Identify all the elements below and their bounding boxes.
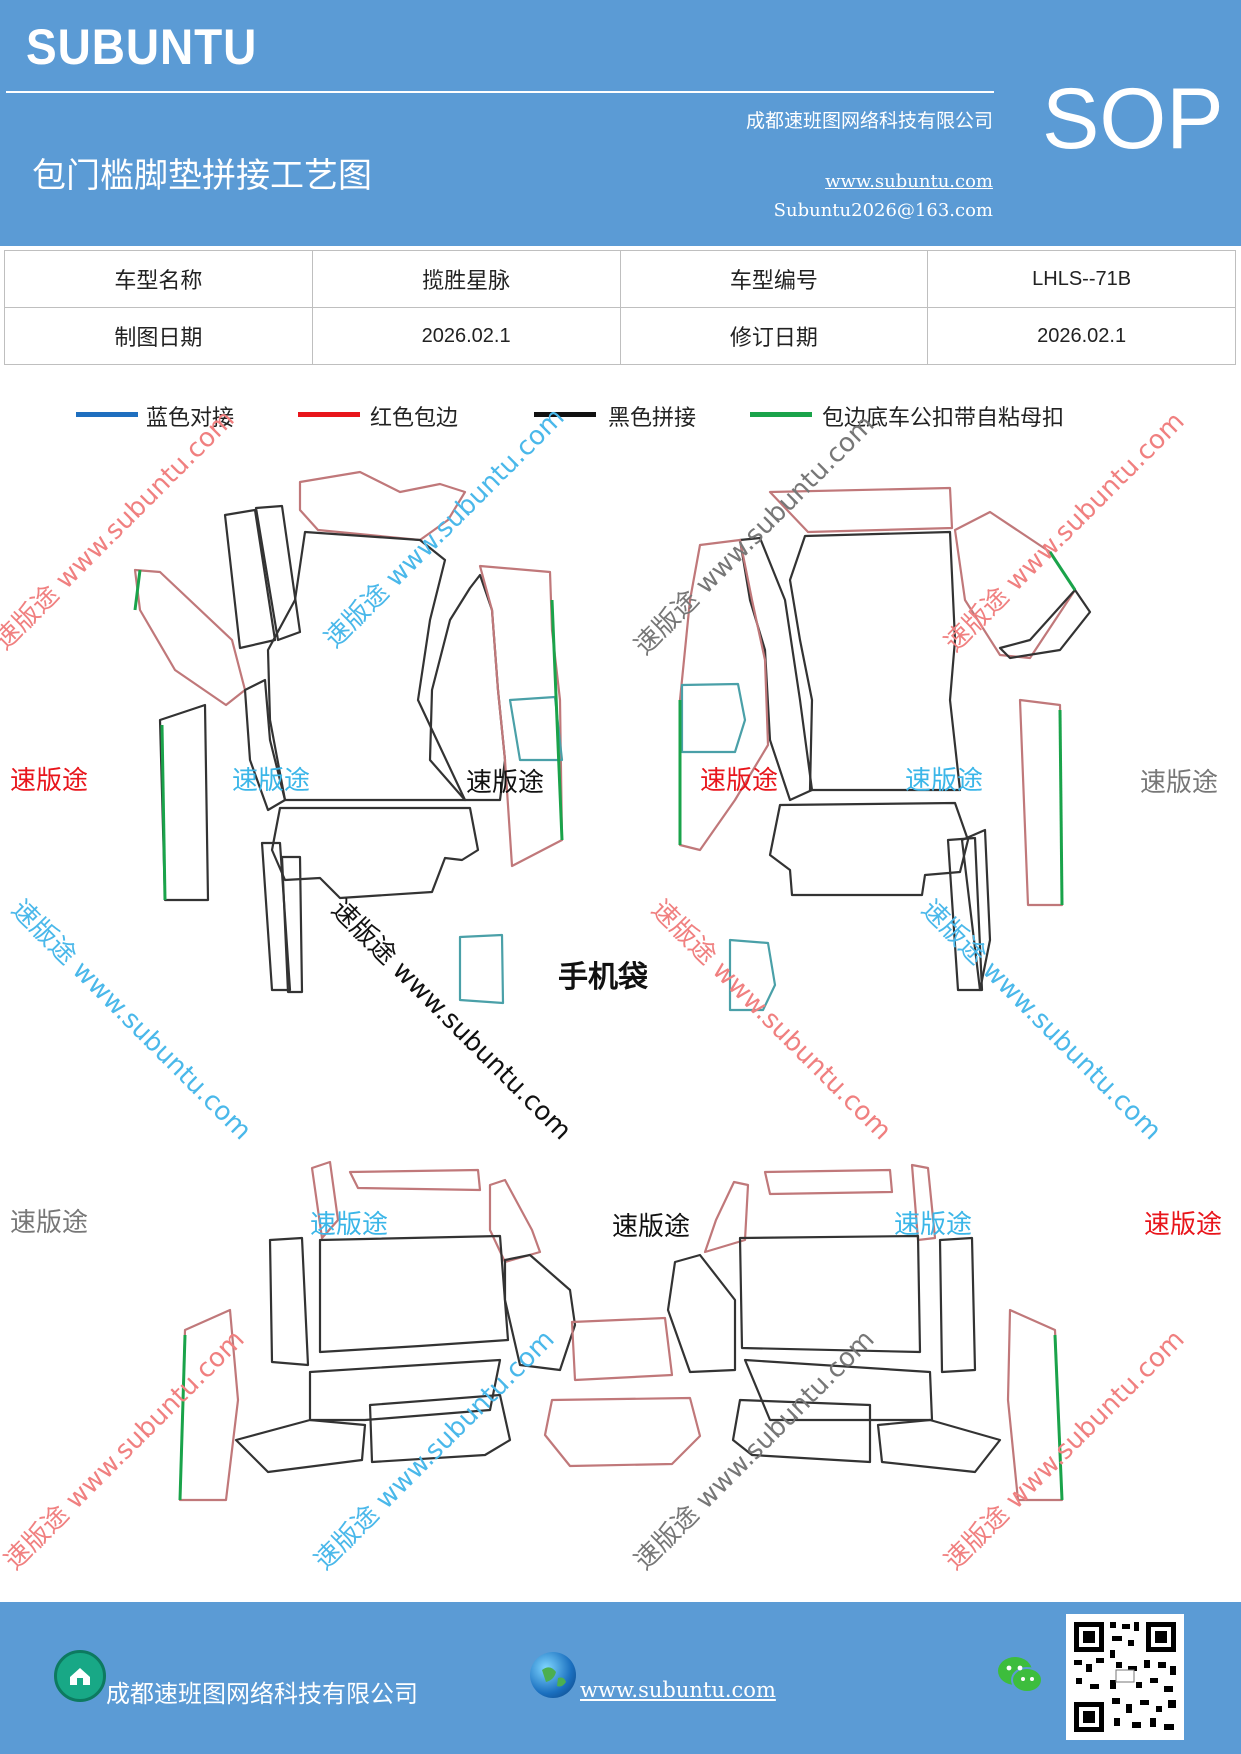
mat-piece bbox=[310, 1160, 340, 1240]
model-code-label: 车型编号 bbox=[619, 250, 929, 308]
green-edge bbox=[550, 599, 564, 841]
mat-piece bbox=[1018, 698, 1064, 907]
mat-piece bbox=[543, 1396, 702, 1468]
header-company: 成都速班图网络科技有限公司 bbox=[745, 110, 993, 132]
mat-piece bbox=[298, 470, 467, 542]
mat-piece bbox=[318, 1234, 510, 1354]
mat-piece bbox=[768, 801, 970, 897]
mat-piece bbox=[763, 1168, 894, 1196]
mat-piece bbox=[876, 1418, 1002, 1474]
header-divider bbox=[6, 91, 994, 93]
mat-pattern-diagram bbox=[133, 470, 1092, 1502]
mat-piece bbox=[234, 1418, 367, 1474]
mat-piece bbox=[254, 504, 302, 642]
legend-label-green: 包边底车公扣带自粘母扣 bbox=[822, 406, 1065, 431]
mat-piece bbox=[570, 1316, 674, 1382]
green-edge bbox=[1048, 551, 1077, 591]
model-code-value: LHLS--71B bbox=[927, 250, 1236, 308]
header-website-link[interactable]: www.subuntu.com bbox=[825, 171, 993, 192]
mat-piece bbox=[910, 1163, 937, 1242]
mat-piece bbox=[158, 703, 210, 902]
mat-piece bbox=[703, 1180, 750, 1254]
revise-date-value: 2026.02.1 bbox=[927, 307, 1236, 365]
model-name-label: 车型名称 bbox=[4, 250, 313, 308]
vehicle-info-table: 车型名称 揽胜星脉 车型编号 LHLS--71B 制图日期 2026.02.1 … bbox=[4, 250, 1236, 365]
mat-piece bbox=[270, 806, 480, 900]
mat-piece bbox=[738, 1234, 922, 1354]
mat-piece bbox=[788, 530, 962, 792]
mat-piece bbox=[223, 508, 277, 650]
table-row: 制图日期 2026.02.1 修订日期 2026.02.1 bbox=[4, 307, 1236, 365]
phone-bag-piece bbox=[508, 695, 564, 762]
mat-piece bbox=[1006, 1308, 1064, 1502]
legend-swatch-blue bbox=[76, 412, 138, 417]
qr-code[interactable] bbox=[1066, 1614, 1184, 1740]
header-email: Subuntu2026@163.com bbox=[773, 200, 993, 221]
mat-piece bbox=[348, 1168, 482, 1192]
watermark-brand: 速版途 bbox=[1140, 768, 1219, 798]
watermark-brand: 速版途 bbox=[232, 766, 311, 796]
table-row: 车型名称 揽胜星脉 车型编号 LHLS--71B bbox=[4, 250, 1236, 308]
green-edge bbox=[1053, 1334, 1064, 1501]
phone-bag-label: 手机袋 bbox=[558, 960, 648, 995]
mat-piece bbox=[308, 1358, 502, 1422]
home-icon bbox=[54, 1650, 106, 1702]
watermark-brand: 速版途 bbox=[10, 766, 89, 796]
mat-piece bbox=[938, 1236, 977, 1374]
watermark-brand: 速版途 bbox=[10, 1208, 89, 1238]
legend-label-red: 红色包边 bbox=[370, 406, 459, 431]
green-edge bbox=[160, 724, 167, 901]
mat-piece bbox=[260, 841, 292, 992]
mat-piece bbox=[488, 1178, 542, 1264]
legend-swatch-black bbox=[534, 412, 596, 417]
sop-badge: SOP bbox=[1042, 71, 1224, 167]
mat-piece bbox=[768, 486, 954, 534]
watermark-brand: 速版途 bbox=[1144, 1210, 1223, 1240]
mat-piece bbox=[368, 1393, 512, 1464]
mat-piece bbox=[998, 588, 1092, 660]
mat-piece bbox=[953, 510, 1077, 660]
draw-date-label: 制图日期 bbox=[4, 307, 313, 365]
revise-date-label: 修订日期 bbox=[619, 307, 929, 365]
draw-date-value: 2026.02.1 bbox=[311, 307, 621, 365]
model-name-value: 揽胜星脉 bbox=[311, 250, 621, 308]
watermark-brand: 速版途 bbox=[905, 766, 984, 796]
mat-piece bbox=[280, 855, 304, 994]
watermark-brand: 速版途 bbox=[700, 766, 779, 796]
mat-piece bbox=[503, 1253, 577, 1372]
mat-piece bbox=[666, 1253, 737, 1374]
mat-piece bbox=[133, 568, 247, 707]
legend: 蓝色对接 红色包边 黑色拼接 包边底车公扣带自粘母扣 bbox=[0, 400, 1241, 440]
mat-piece bbox=[268, 1236, 310, 1367]
watermark-brand: 速版途 bbox=[894, 1210, 973, 1240]
header-banner: SUBUNTU 包门槛脚垫拼接工艺图 成都速班图网络科技有限公司 www.sub… bbox=[0, 0, 1241, 246]
legend-label-black: 黑色拼接 bbox=[608, 406, 697, 431]
footer-company: 成都速班图网络科技有限公司 bbox=[106, 1680, 418, 1708]
wechat-icon[interactable] bbox=[996, 1654, 1044, 1700]
mat-piece bbox=[478, 564, 564, 868]
mat-piece bbox=[960, 828, 992, 992]
footer-banner: 成都速班图网络科技有限公司 www.subuntu.com bbox=[0, 1602, 1241, 1754]
legend-swatch-red bbox=[298, 412, 360, 417]
phone-bag-piece bbox=[458, 933, 505, 1005]
mat-piece bbox=[731, 1398, 872, 1464]
phone-bag-piece bbox=[680, 682, 747, 754]
green-edge bbox=[178, 1334, 187, 1501]
legend-label-blue: 蓝色对接 bbox=[146, 406, 235, 431]
watermark-brand: 速版途 bbox=[466, 768, 545, 798]
watermark-brand: 速版途 bbox=[612, 1212, 691, 1242]
phone-bag-piece bbox=[728, 938, 777, 1012]
mat-piece bbox=[678, 538, 770, 852]
footer-website-link[interactable]: www.subuntu.com bbox=[580, 1678, 776, 1702]
watermark-brand: 速版途 bbox=[310, 1210, 389, 1240]
green-edge bbox=[133, 569, 142, 611]
mat-piece bbox=[243, 678, 287, 812]
page-title: 包门槛脚垫拼接工艺图 bbox=[32, 156, 372, 196]
brand-logo: SUBUNTU bbox=[26, 19, 258, 75]
globe-icon bbox=[530, 1652, 576, 1698]
green-edge bbox=[1058, 709, 1064, 906]
legend-swatch-green bbox=[750, 412, 812, 417]
